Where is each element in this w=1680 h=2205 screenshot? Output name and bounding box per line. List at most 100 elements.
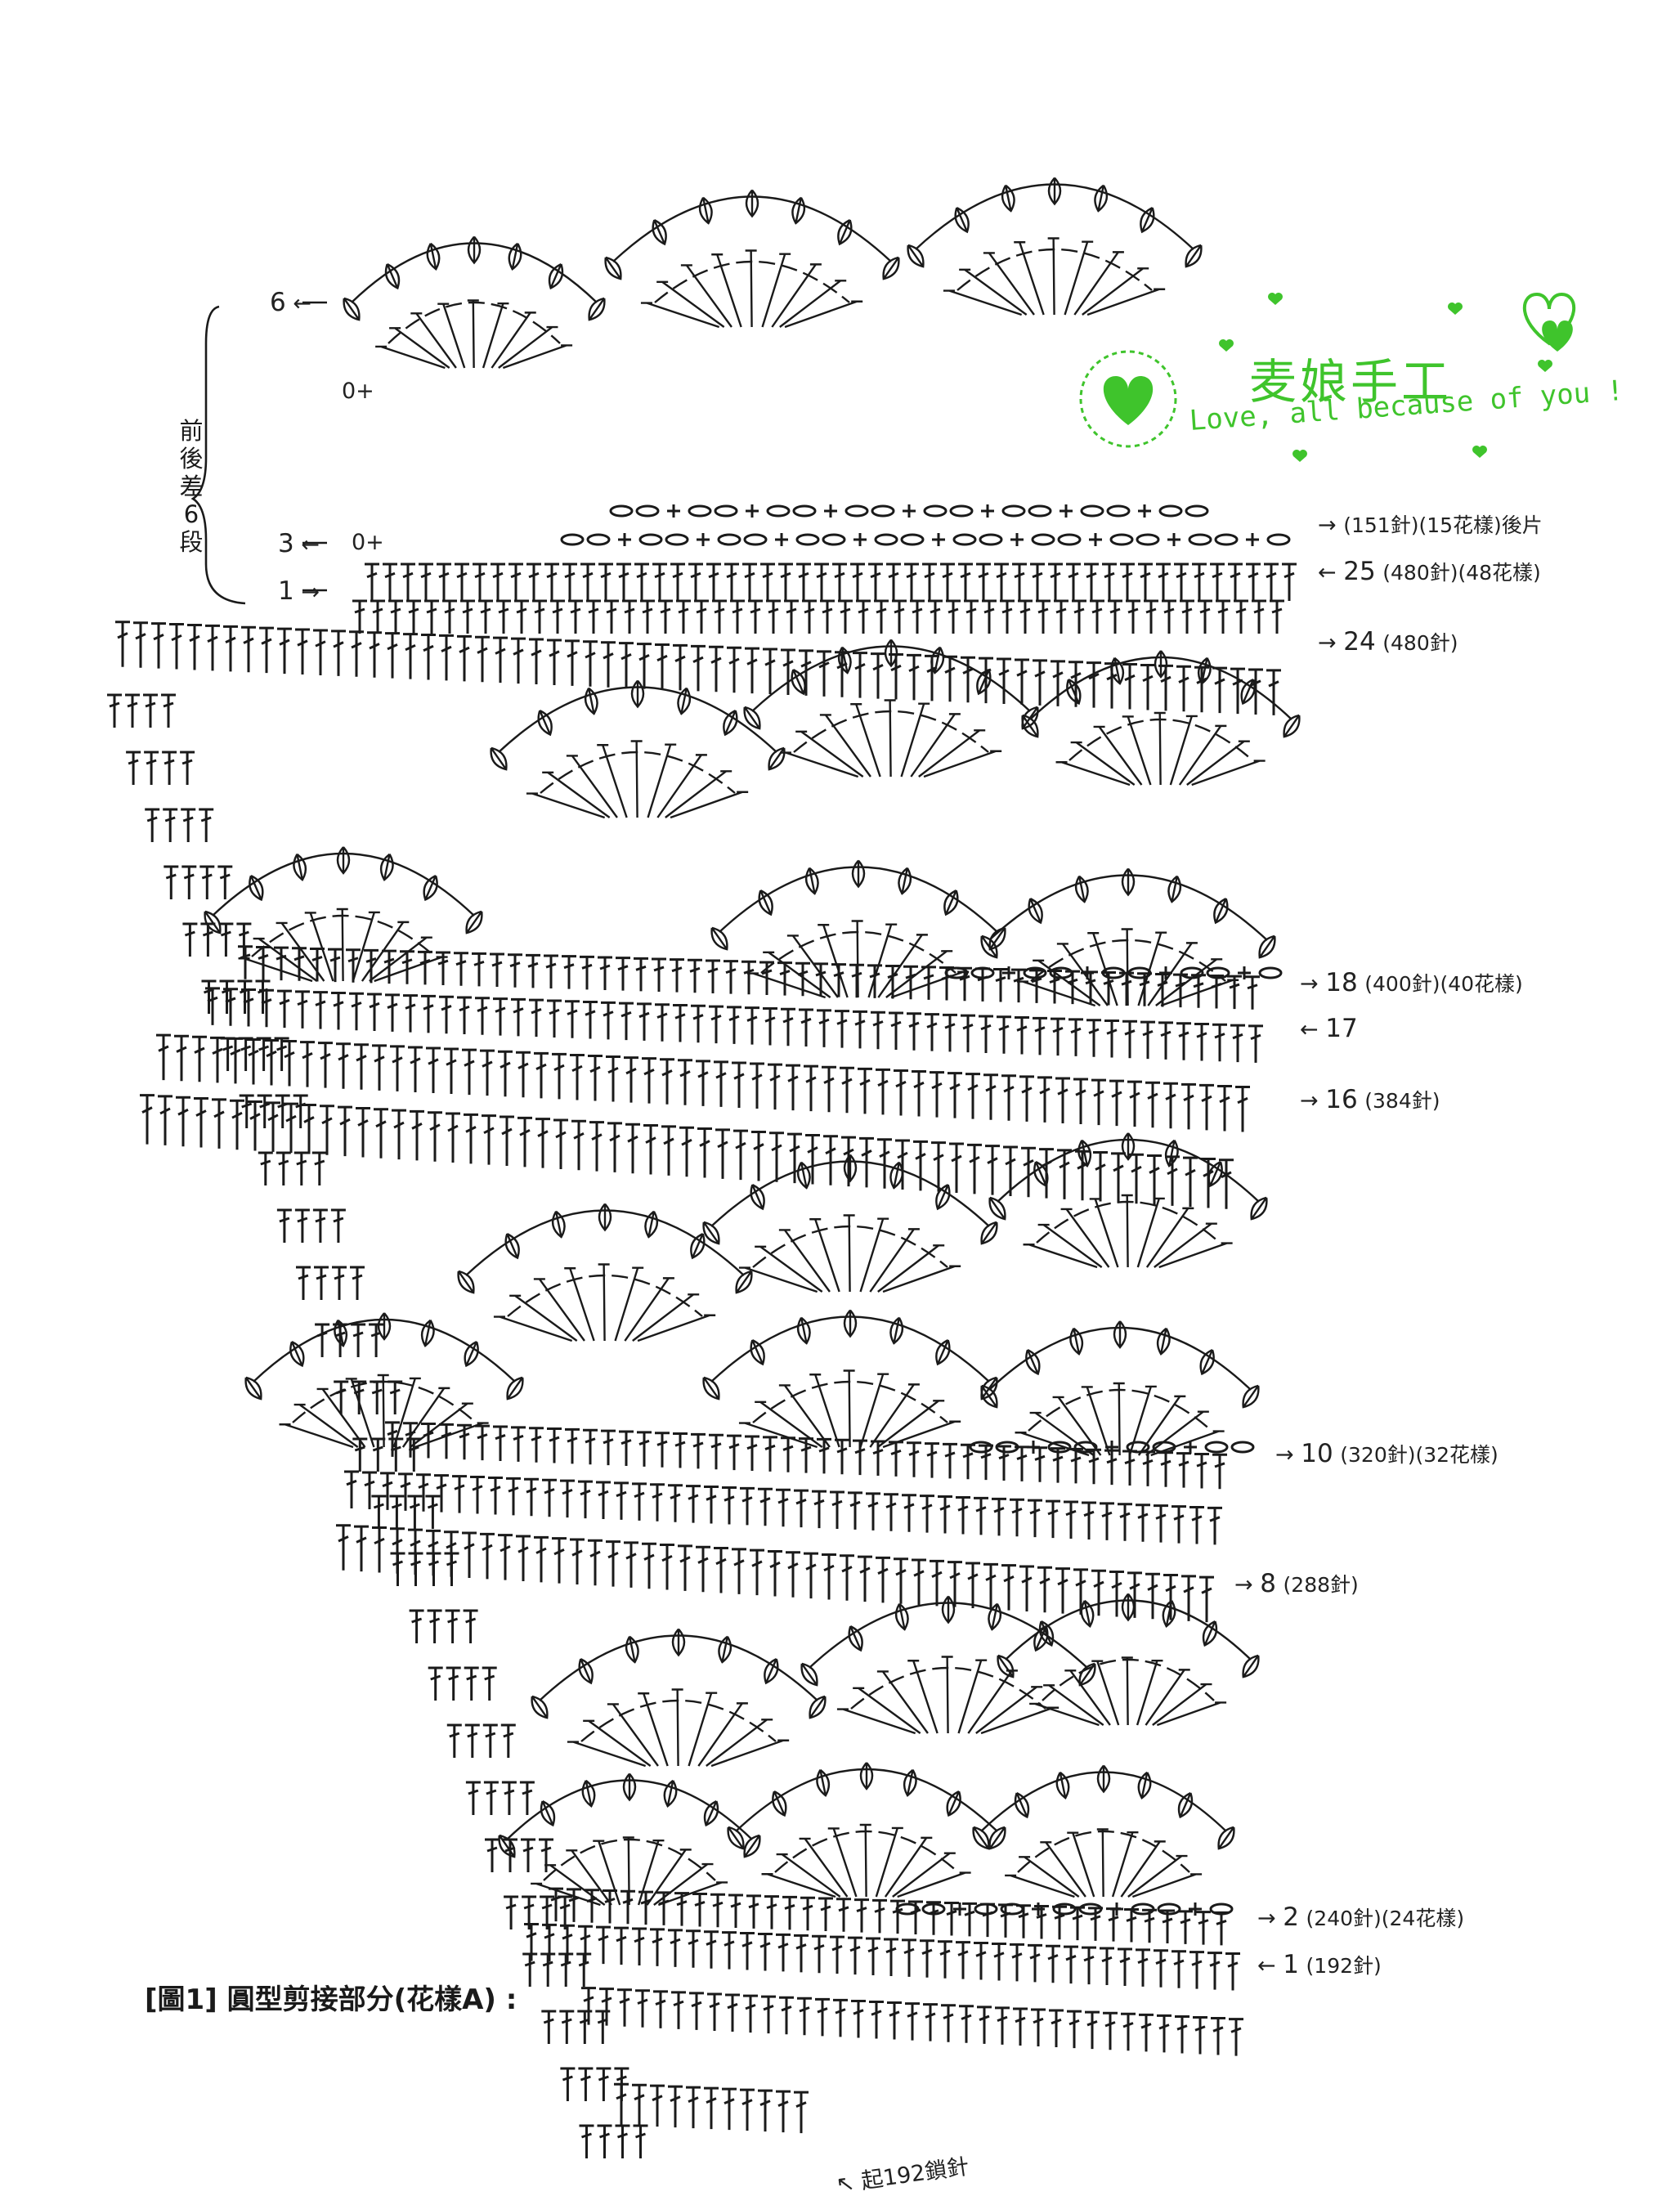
stitch-dc [580, 955, 594, 990]
stitch-chain [844, 504, 869, 518]
fan-stitch [1019, 1856, 1080, 1898]
stitch-dc [615, 2124, 630, 2158]
stitch-dc [439, 1423, 454, 1459]
stitch-puff [1164, 1139, 1179, 1167]
stitch-dc [983, 1562, 998, 1610]
stitch-dc [241, 625, 256, 673]
stitch-puff [578, 1658, 594, 1685]
fan-stitch [622, 1836, 634, 1906]
stitch-dc [539, 1838, 553, 1872]
stitch-dc [930, 1071, 944, 1118]
fan-stitch [1037, 1223, 1103, 1268]
stitch-dc [712, 599, 727, 634]
stitch-dc [740, 1486, 755, 1526]
stitch-dc [848, 1491, 862, 1530]
stitch-dc [920, 1939, 934, 1978]
stitch-dc [535, 1118, 550, 1168]
stitch-puff [1074, 875, 1089, 903]
stitch-dc [365, 562, 379, 601]
stitch-dc [462, 1048, 477, 1096]
fan-stitch [279, 1423, 354, 1449]
fan-stitch [1064, 1669, 1111, 1726]
stitch-dc [781, 648, 795, 695]
stitch-dc [750, 1548, 764, 1596]
stitch-dc [478, 599, 493, 634]
stitch-puff [710, 926, 728, 951]
stitch-dc [709, 1433, 724, 1470]
stitch-dc [352, 599, 367, 634]
fan-stitch [1015, 1432, 1090, 1457]
stitch-dc [658, 599, 673, 634]
stitch-dc [887, 2001, 902, 2040]
stitch-dc [475, 997, 490, 1035]
stitch-dc [760, 562, 775, 601]
fan-stitch [392, 1377, 421, 1448]
stitch-dc [778, 562, 793, 601]
stitch-dc [745, 647, 759, 694]
stitch-puff [506, 1376, 524, 1401]
stitch-dc [1248, 1024, 1263, 1063]
stitch-dc [407, 1495, 423, 1529]
stitch-chain [1157, 1902, 1181, 1916]
stitch-dc [673, 643, 688, 691]
stitch-dc [706, 562, 721, 601]
stitch-dc [491, 562, 505, 601]
stitch-sc [1010, 533, 1024, 546]
stitch-dc [194, 1097, 208, 1148]
stitch-dc [409, 1609, 424, 1643]
stitch-dc [547, 1427, 562, 1463]
stitch-dc [1001, 1564, 1016, 1611]
stitch-dc [313, 991, 328, 1029]
stitch-dc [369, 1323, 384, 1357]
stitch-puff [903, 1768, 917, 1797]
stitch-chain [1001, 504, 1026, 518]
fan-stitch [761, 1873, 836, 1898]
stitch-dc [894, 1069, 908, 1116]
stitch-dc [1189, 1505, 1204, 1544]
stitch-puff [1177, 1791, 1194, 1819]
stitch-dc [1068, 1018, 1083, 1056]
stitch-dc [1082, 1946, 1096, 1985]
stitch-dc [350, 1266, 365, 1300]
stitch-dc [1140, 1020, 1155, 1060]
stitch-dc [642, 1542, 656, 1589]
fan-stitch [851, 920, 863, 998]
inner-chain-arc [1036, 1200, 1221, 1244]
stitch-dc [943, 1013, 957, 1052]
stitch-dc [406, 599, 421, 634]
stitch-dc [614, 2067, 629, 2101]
stitch-dc [1015, 658, 1029, 705]
stitch-dc [1194, 1022, 1209, 1061]
stitch-dc [1225, 1952, 1240, 1991]
stitch-dc [616, 562, 631, 601]
stitch-dc [830, 1490, 844, 1530]
stitch-dc [1227, 975, 1242, 1010]
inner-chain-arc [774, 1830, 959, 1873]
stitch-dc [490, 952, 504, 988]
stitch-chain [995, 1441, 1019, 1454]
stitch-dc [1109, 1079, 1124, 1127]
stitch-puff [796, 1161, 811, 1190]
stitch-chain [871, 504, 895, 518]
stitch-dc [1163, 1574, 1178, 1620]
stitch-dc [948, 1561, 962, 1607]
stitch-puff [1140, 207, 1155, 234]
stitch-dc [956, 1495, 970, 1535]
stitch-dc [818, 1897, 833, 1931]
stitch-puff [1185, 244, 1203, 268]
fan-stitch [1128, 1385, 1157, 1456]
stitch-puff [244, 1376, 262, 1401]
stitch-dc [558, 1895, 573, 1929]
stitch-dc [668, 1929, 683, 1967]
stitch-dc [277, 989, 292, 1029]
stitch-dc [840, 1554, 854, 1601]
stitch-dc [596, 1481, 611, 1519]
stitch-dc [576, 1952, 592, 1987]
fan-stitch [632, 1293, 700, 1342]
stitch-dc [889, 1441, 903, 1477]
stitch-dc [1212, 1453, 1227, 1490]
stitch-dc [632, 1927, 647, 1965]
fan-stitch [293, 1403, 359, 1448]
stitch-dc [126, 751, 141, 785]
stitch-dc [158, 1095, 172, 1145]
